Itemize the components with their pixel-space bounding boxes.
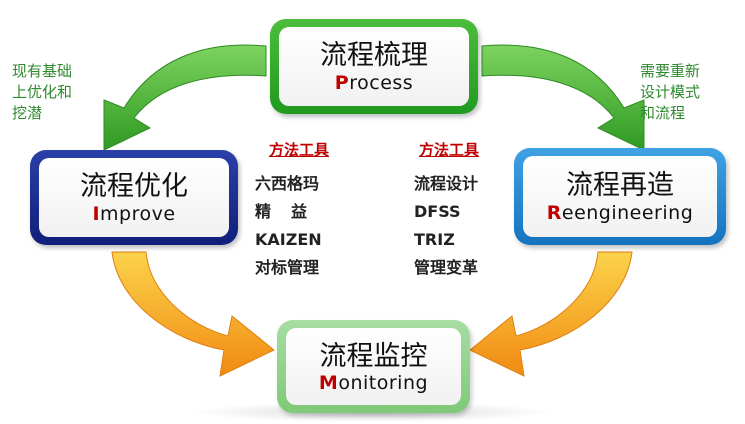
- monitoring-box: 流程监控 Monitoring: [277, 320, 470, 413]
- method-item: 对标管理: [255, 258, 320, 277]
- note-right-line: 和流程: [640, 104, 686, 122]
- note-right: 需要重新 设计模式 和流程: [640, 61, 740, 124]
- improve-title-zh: 流程优化: [80, 171, 188, 202]
- process-title-zh: 流程梳理: [320, 40, 428, 71]
- method-item: KAIZEN: [255, 230, 322, 249]
- reengineering-word-rest: eengineering: [561, 202, 694, 224]
- reengineering-box: 流程再造 Reengineering: [514, 148, 726, 245]
- reengineering-title-zh: 流程再造: [566, 170, 674, 201]
- green-arrow-right: [481, 44, 645, 151]
- process-box: 流程梳理 Process: [270, 19, 478, 114]
- process-title-en: Process: [270, 72, 478, 94]
- note-left-line: 现有基础: [12, 62, 73, 80]
- note-right-line: 需要重新: [640, 62, 701, 80]
- monitoring-initial: M: [318, 372, 339, 394]
- improve-box-inner: [39, 158, 229, 237]
- methods-list-left: 方法工具 六西格玛 精益 KAIZEN 对标管理: [255, 139, 329, 282]
- reengineering-box-inner: [523, 156, 717, 237]
- methods-right-title: 方法工具: [419, 141, 480, 159]
- method-item: 管理变革: [414, 258, 479, 277]
- note-right-line: 设计模式: [640, 83, 701, 101]
- reengineering-title-en: Reengineering: [514, 202, 726, 224]
- method-item: 六西格玛: [255, 174, 320, 193]
- improve-initial: I: [92, 203, 101, 225]
- monitoring-word-rest: onitoring: [338, 372, 429, 394]
- orange-arrow-left: [111, 251, 275, 377]
- improve-title-en: Improve: [30, 203, 238, 225]
- improve-box: 流程优化 Improve: [30, 150, 238, 245]
- process-word-rest: rocess: [349, 72, 414, 94]
- note-left: 现有基础 上优化和 挖潜: [12, 61, 132, 124]
- method-item: 精益: [255, 202, 328, 221]
- methods-left-title: 方法工具: [269, 141, 330, 159]
- process-initial: P: [334, 72, 350, 94]
- monitoring-box-inner: [286, 328, 461, 405]
- method-item: DFSS: [414, 202, 461, 221]
- method-item: TRIZ: [414, 230, 455, 249]
- monitoring-title-en: Monitoring: [277, 372, 470, 394]
- process-box-inner: [279, 27, 469, 106]
- monitoring-title-zh: 流程监控: [319, 341, 428, 372]
- note-left-line: 挖潜: [12, 104, 43, 122]
- reengineering-initial: R: [546, 202, 562, 224]
- orange-arrow-right: [469, 251, 633, 377]
- methods-list-right: 方法工具 流程设计 DFSS TRIZ 管理变革: [414, 139, 479, 282]
- method-item: 流程设计: [414, 174, 479, 193]
- improve-word-rest: mprove: [100, 203, 176, 225]
- note-left-line: 上优化和: [12, 83, 73, 101]
